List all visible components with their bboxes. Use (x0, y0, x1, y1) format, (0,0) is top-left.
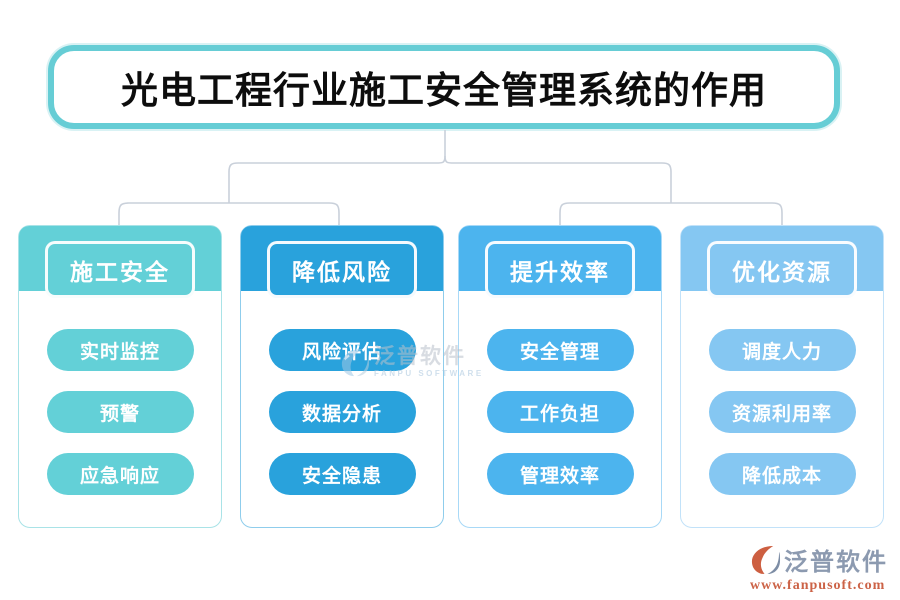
card-header: 优化资源 (707, 241, 857, 298)
card-efficiency-boost: 提升效率 安全管理 工作负担 管理效率 (458, 225, 662, 528)
card-header: 降低风险 (267, 241, 417, 298)
fanpu-branding: 泛普软件 www.fanpusoft.com (750, 542, 888, 594)
pill-item: 预警 (46, 391, 194, 433)
connector-right-branch (444, 155, 672, 203)
card-construction-safety: 施工安全 实时监控 预警 应急响应 (18, 225, 222, 528)
card-risk-reduction: 降低风险 风险评估 数据分析 安全隐患 (240, 225, 444, 528)
pill-list: 风险评估 数据分析 安全隐患 (268, 329, 416, 495)
connector-left-bracket (118, 202, 340, 225)
card-header: 施工安全 (45, 241, 195, 298)
pill-item: 应急响应 (46, 453, 194, 495)
brand-name: 泛普软件 (784, 549, 888, 576)
pill-item: 安全隐患 (268, 453, 416, 495)
fanpu-logo-icon (751, 545, 781, 575)
pill-item: 实时监控 (46, 329, 194, 371)
card-header: 提升效率 (485, 241, 635, 298)
pill-item: 资源利用率 (708, 391, 856, 433)
pill-item: 调度人力 (708, 329, 856, 371)
connector-right-bracket (559, 202, 783, 225)
pill-item: 风险评估 (268, 329, 416, 371)
pill-item: 安全管理 (486, 329, 634, 371)
title-box: 光电工程行业施工安全管理系统的作用 (48, 45, 840, 129)
connector-left-branch (228, 155, 446, 203)
pill-item: 管理效率 (486, 453, 634, 495)
brand-url: www.fanpusoft.com (750, 578, 886, 593)
pill-list: 调度人力 资源利用率 降低成本 (708, 329, 856, 495)
pill-list: 实时监控 预警 应急响应 (46, 329, 194, 495)
page-title: 光电工程行业施工安全管理系统的作用 (121, 70, 767, 111)
pill-item: 工作负担 (486, 391, 634, 433)
pill-list: 安全管理 工作负担 管理效率 (486, 329, 634, 495)
card-resource-optimization: 优化资源 调度人力 资源利用率 降低成本 (680, 225, 884, 528)
pill-item: 数据分析 (268, 391, 416, 433)
brand-row: 泛普软件 (750, 542, 888, 577)
pill-item: 降低成本 (708, 453, 856, 495)
